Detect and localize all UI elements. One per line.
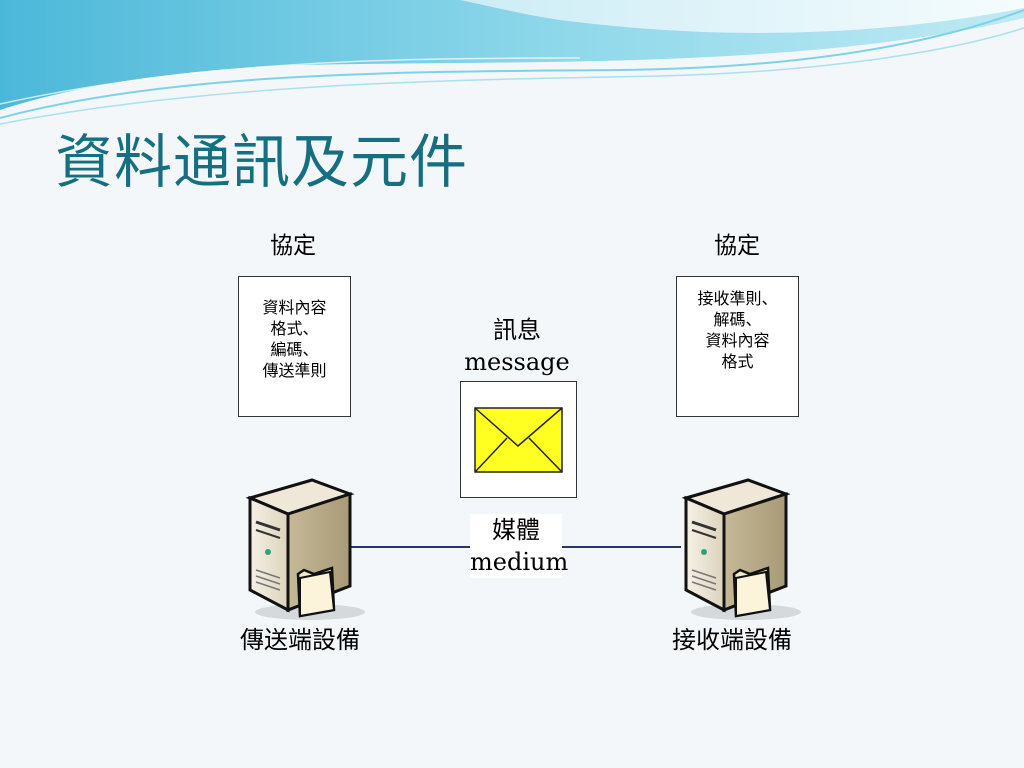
sender-box-line: 編碼、 <box>270 340 319 359</box>
medium-label: 媒體 medium <box>470 514 569 578</box>
header-wave-decoration <box>0 0 1024 125</box>
sender-box-line: 格式、 <box>270 319 319 338</box>
receiver-device-label: 接收端設備 <box>672 626 792 654</box>
receiver-box-line: 接收準則、 <box>697 289 778 308</box>
medium-label-zh: 媒體 <box>492 516 540 544</box>
sender-protocol-box: 資料內容 格式、 編碼、 傳送準則 <box>238 276 351 417</box>
receiver-server-icon <box>681 478 801 620</box>
sender-box-line: 傳送準則 <box>262 361 327 380</box>
message-label: 訊息 message <box>447 314 587 378</box>
medium-link-left <box>350 546 472 548</box>
message-label-en: message <box>464 348 570 376</box>
receiver-protocol-box: 接收準則、 解碼、 資料內容 格式 <box>676 276 799 417</box>
sender-device-label: 傳送端設備 <box>240 626 360 654</box>
medium-label-en: medium <box>470 548 569 576</box>
receiver-protocol-label: 協定 <box>714 233 760 259</box>
medium-link-right <box>561 546 681 548</box>
envelope-icon <box>474 407 563 473</box>
sender-box-line: 資料內容 <box>262 298 327 317</box>
receiver-box-line: 格式 <box>721 352 754 371</box>
message-label-zh: 訊息 <box>493 316 541 344</box>
receiver-box-line: 解碼、 <box>713 310 762 329</box>
receiver-box-line: 資料內容 <box>705 331 770 350</box>
sender-server-icon <box>245 478 365 620</box>
slide-title: 資料通訊及元件 <box>55 128 469 196</box>
sender-protocol-label: 協定 <box>270 233 316 259</box>
message-box <box>460 381 577 498</box>
